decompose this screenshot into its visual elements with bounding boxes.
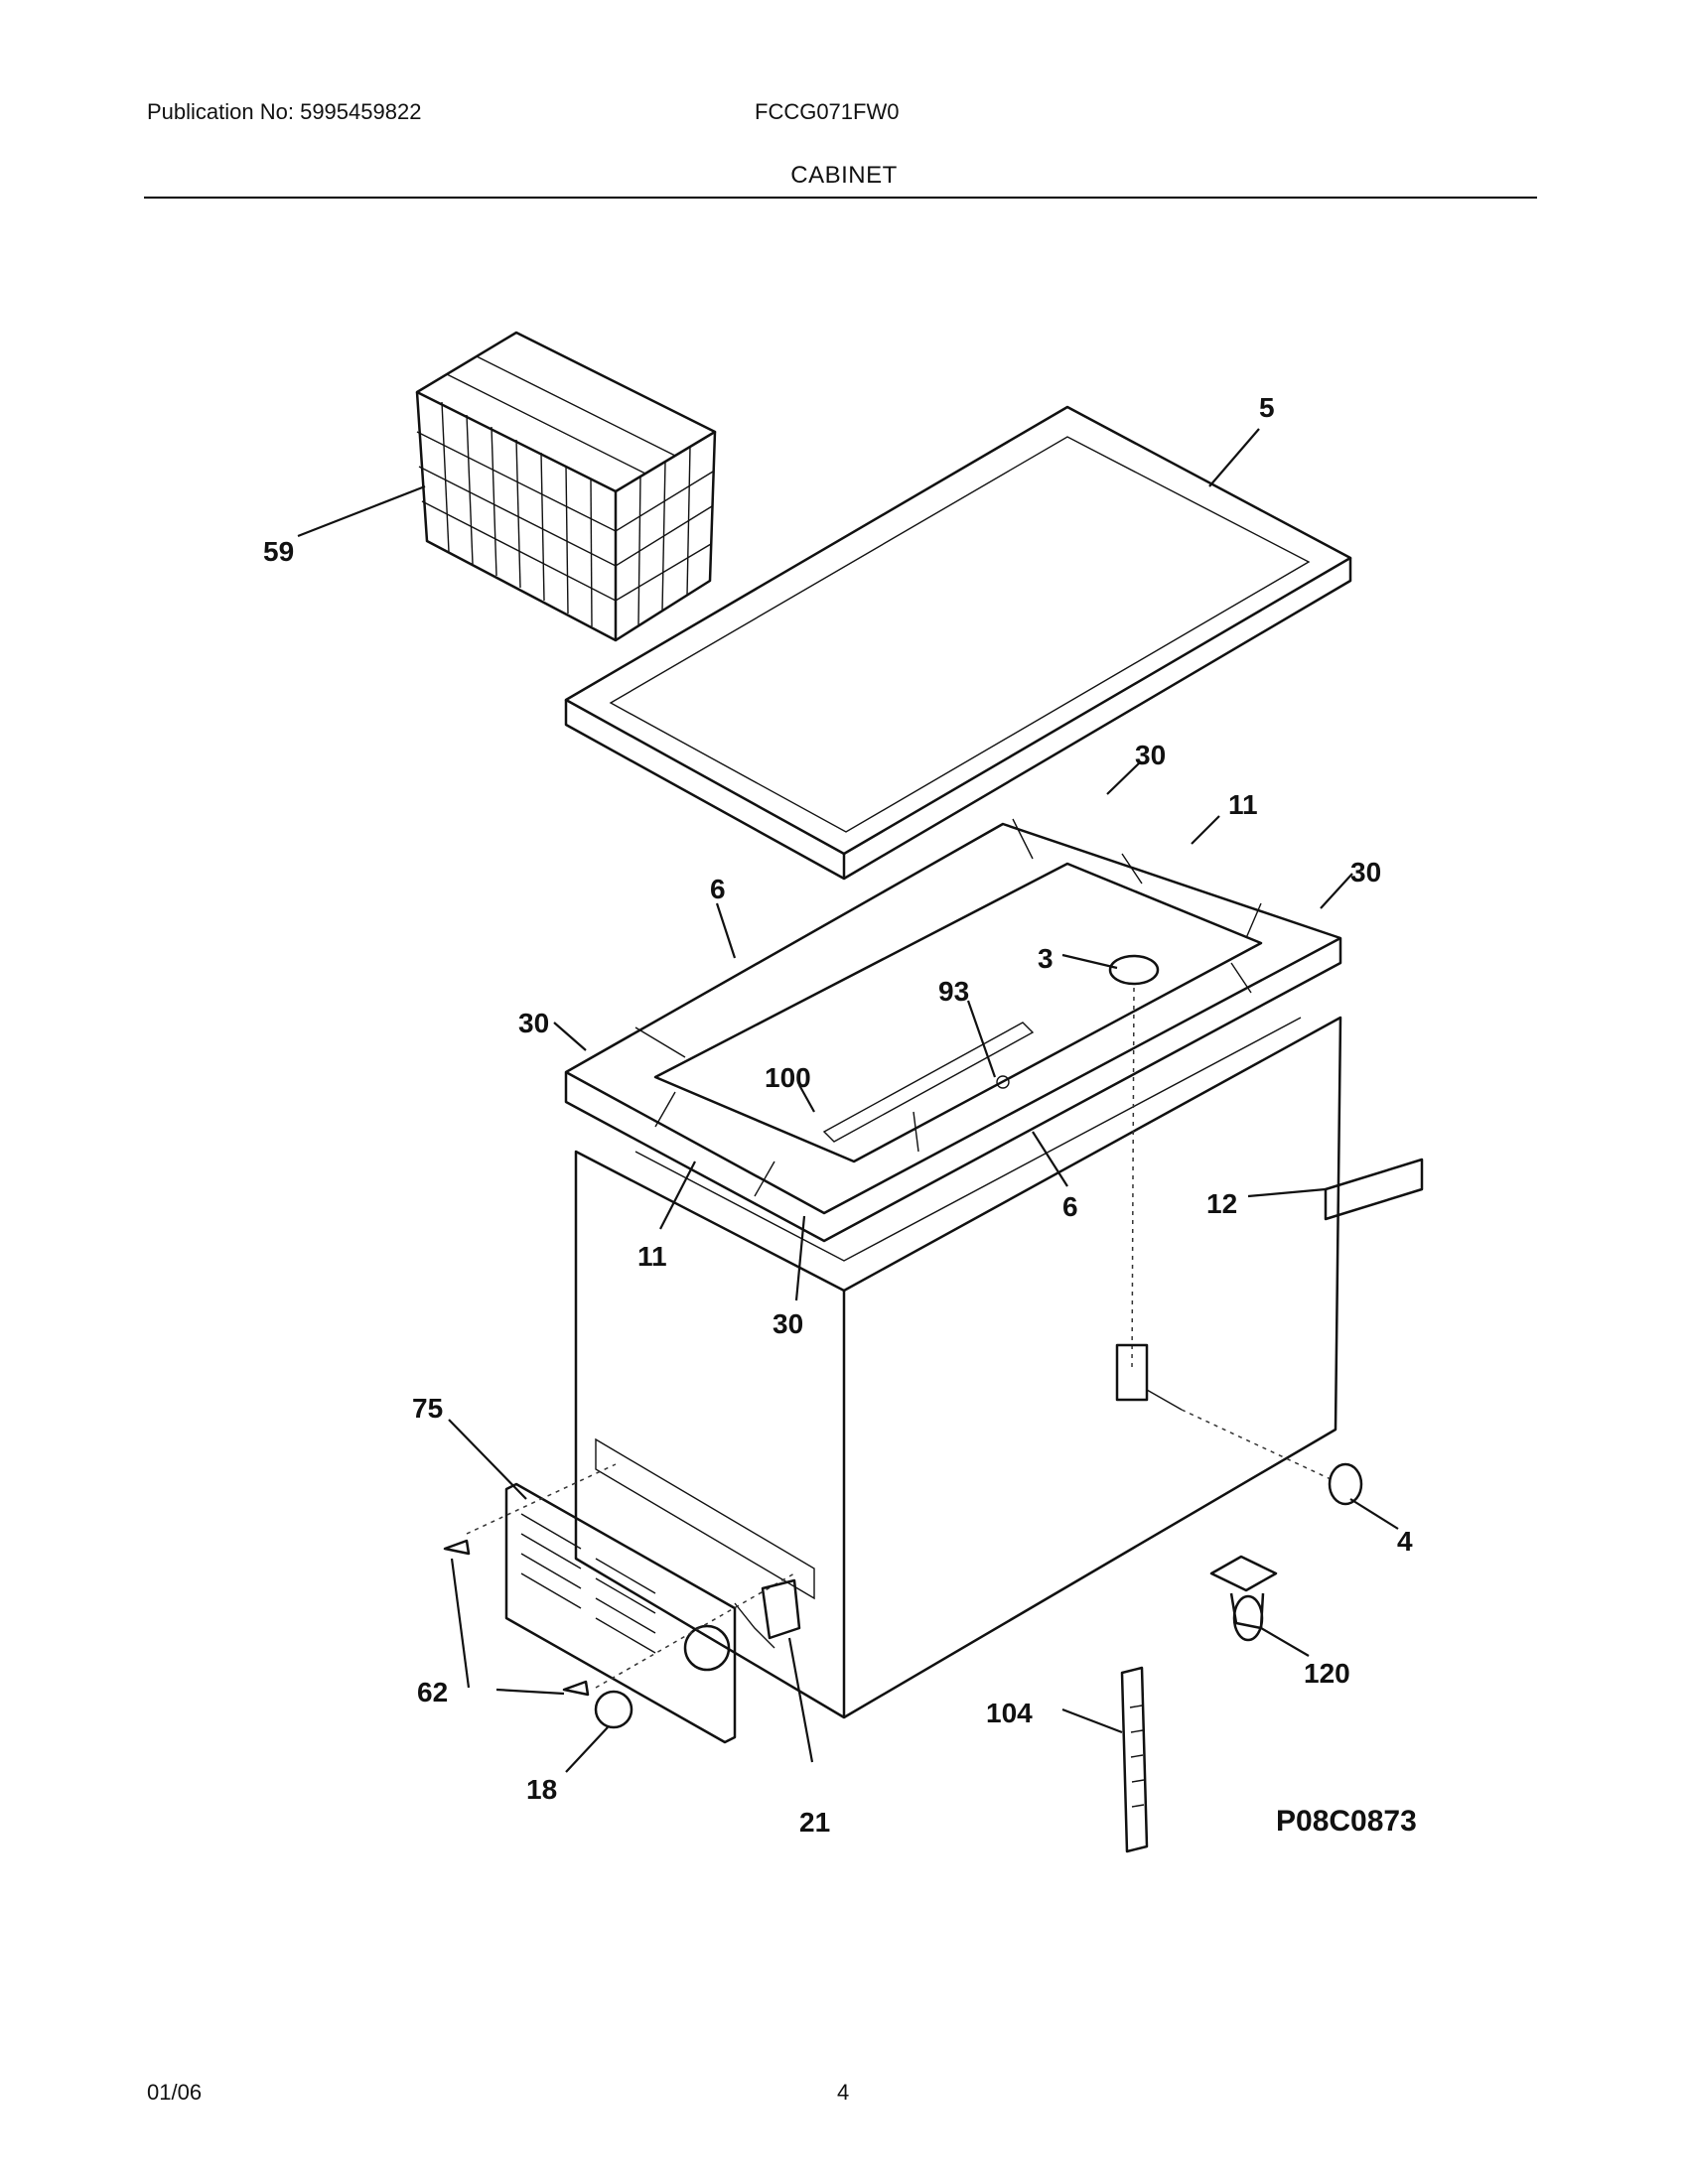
grille-screw-lower [562, 1680, 590, 1697]
callout-5: 5 [1259, 392, 1275, 423]
breaker-strips [564, 818, 1342, 1243]
callout-12: 12 [1206, 1188, 1237, 1219]
callout-30: 30 [518, 1008, 549, 1038]
thermostat [761, 1578, 801, 1640]
callout-18: 18 [526, 1774, 557, 1805]
callout-21: 21 [799, 1807, 830, 1838]
cabinet-body [574, 1016, 1342, 1719]
grille-screw-upper [443, 1539, 471, 1556]
callout-120: 120 [1304, 1658, 1350, 1689]
caster-wheel [1209, 1555, 1278, 1642]
temperature-strip [1120, 1666, 1149, 1853]
callout-75: 75 [412, 1393, 443, 1424]
model-number: FCCG071FW0 [755, 99, 900, 124]
callout-3: 3 [1038, 943, 1054, 974]
callout-6: 6 [710, 874, 726, 904]
callout-104: 104 [986, 1698, 1033, 1728]
callout-30: 30 [1135, 740, 1166, 770]
callout-93: 93 [938, 976, 969, 1007]
footer-date: 01/06 [147, 2080, 203, 2105]
callout-11: 11 [637, 1241, 667, 1272]
callout-30: 30 [1350, 857, 1381, 887]
divider-bar [822, 1022, 1035, 1143]
callout-11: 11 [1228, 789, 1258, 820]
drain-plug [1108, 954, 1332, 1480]
thermostat-knob [594, 1690, 633, 1729]
front-grille [466, 1463, 795, 1744]
callout-59: 59 [263, 536, 294, 567]
callout-leaders [297, 428, 1399, 1773]
callout-6: 6 [1062, 1191, 1078, 1222]
callout-4: 4 [1397, 1526, 1413, 1557]
callout-100: 100 [765, 1062, 811, 1093]
rating-plate [1324, 1158, 1424, 1221]
lid-gasket [564, 405, 1352, 881]
page-number: 4 [837, 2080, 850, 2105]
section-title: CABINET [790, 162, 898, 189]
header-divider [144, 197, 1537, 199]
callout-62: 62 [417, 1677, 448, 1707]
publication-number: Publication No: 5995459822 [147, 99, 422, 124]
drawing-number: P08C0873 [1276, 1805, 1417, 1838]
wire-basket [415, 331, 717, 642]
drain-cap [1328, 1462, 1363, 1506]
callout-30: 30 [773, 1308, 803, 1339]
